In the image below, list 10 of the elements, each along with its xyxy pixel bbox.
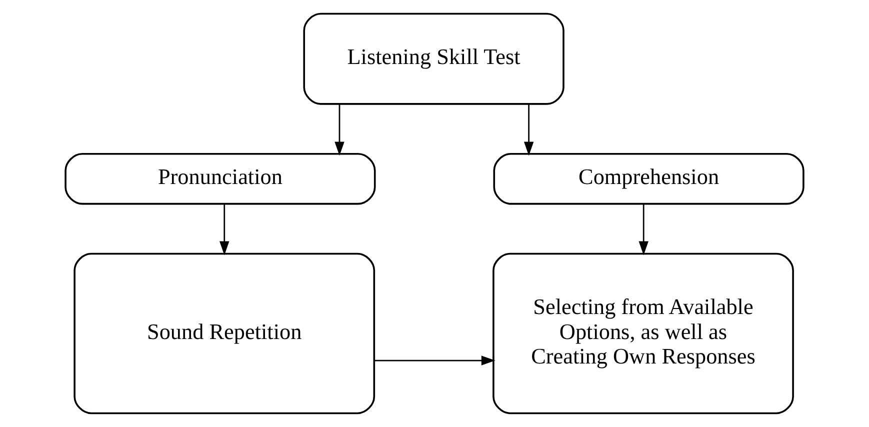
node-box: Selecting from Available Options, as well as Creating Own Responses — [492, 252, 794, 414]
arrow — [220, 204, 230, 256]
arrow — [334, 104, 344, 156]
arrow — [524, 104, 534, 156]
node-box: Sound Repetition — [74, 252, 376, 414]
arrow — [374, 356, 496, 366]
node-box: Listening Skill Test — [303, 12, 564, 105]
node-box: Pronunciation — [64, 152, 376, 205]
arrow — [638, 204, 648, 256]
node-box: Comprehension — [493, 152, 804, 205]
